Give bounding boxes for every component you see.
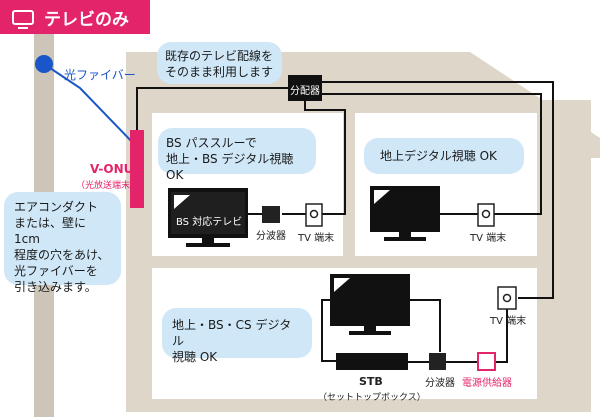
bubble-line: または、壁に 1cm (14, 216, 87, 246)
v-onu-device (130, 130, 144, 208)
onu-label: V-ONU (90, 162, 134, 176)
fiber-label: 光ファイバー (64, 68, 136, 82)
page-title: テレビのみ (0, 0, 150, 34)
demux-3-icon (429, 353, 446, 370)
bubble-line: 地上・BS デジタル視聴 OK (166, 152, 294, 182)
bubble-room-3: 地上・BS・CS デジタル 視聴 OK (162, 308, 312, 364)
tv-terminal-1-label: TV 端末 (298, 233, 335, 244)
stb-sublabel: （セットトップボックス） (318, 393, 426, 403)
bubble-fiber-intake: エアコンダクト または、壁に 1cm 程度の穴をあけ、 光ファイバーを 引き込み… (4, 192, 121, 294)
onu-sublabel: （光放送端末） (76, 181, 140, 191)
bubble-line: 視聴 OK (172, 350, 218, 364)
bubble-line: 程度の穴をあけ、 (14, 248, 110, 262)
tv-terminal-3-icon (497, 286, 517, 310)
tv-terminal-2-port (481, 209, 491, 219)
page-title-text: テレビのみ (44, 9, 129, 30)
bubble-existing-wiring: 既存のテレビ配線を そのまま利用します (157, 42, 282, 84)
bubble-line: そのまま利用します (165, 65, 274, 79)
tv-3-icon (330, 274, 410, 335)
tv-terminal-3-label: TV 端末 (490, 316, 527, 327)
bubble-room-1: BS パススルーで 地上・BS デジタル視聴 OK (158, 128, 316, 182)
bs-tv-icon (168, 188, 248, 247)
demux-1-label: 分波器 (256, 231, 286, 242)
room-2 (355, 113, 537, 256)
power-supply-icon (477, 352, 496, 371)
bubble-line: 地上・BS・CS デジタル (172, 318, 292, 348)
demux-3-label: 分波器 (425, 378, 455, 389)
fiber-cable (43, 63, 136, 146)
splitter-label: 分配器 (290, 86, 320, 97)
bubble-line: 地上デジタル視聴 OK (380, 149, 497, 163)
bubble-room-2: 地上デジタル視聴 OK (364, 138, 524, 174)
tv-2-icon (370, 186, 440, 241)
tv-icon (12, 9, 34, 29)
bs-tv-label: BS 対応テレビ (176, 217, 243, 228)
tv-terminal-3-port (502, 293, 512, 303)
fiber-connector-icon (35, 55, 53, 73)
tv-terminal-1-port (309, 209, 319, 219)
bubble-line: 光ファイバーを (14, 264, 98, 278)
tv-terminal-2-label: TV 端末 (470, 233, 507, 244)
splitter-box (288, 75, 322, 101)
bubble-line: BS パススルーで (166, 136, 257, 150)
stb-label: STB (359, 375, 383, 388)
tv-terminal-2-icon (477, 203, 495, 227)
bubble-line: エアコンダクト (14, 200, 99, 214)
demux-1-icon (262, 206, 280, 223)
power-supply-label: 電源供給器 (462, 378, 512, 389)
stb-device (336, 353, 408, 370)
tv-terminal-1-icon (305, 203, 323, 227)
bubble-line: 引き込みます。 (14, 280, 97, 294)
bubble-line: 既存のテレビ配線を (165, 49, 274, 63)
